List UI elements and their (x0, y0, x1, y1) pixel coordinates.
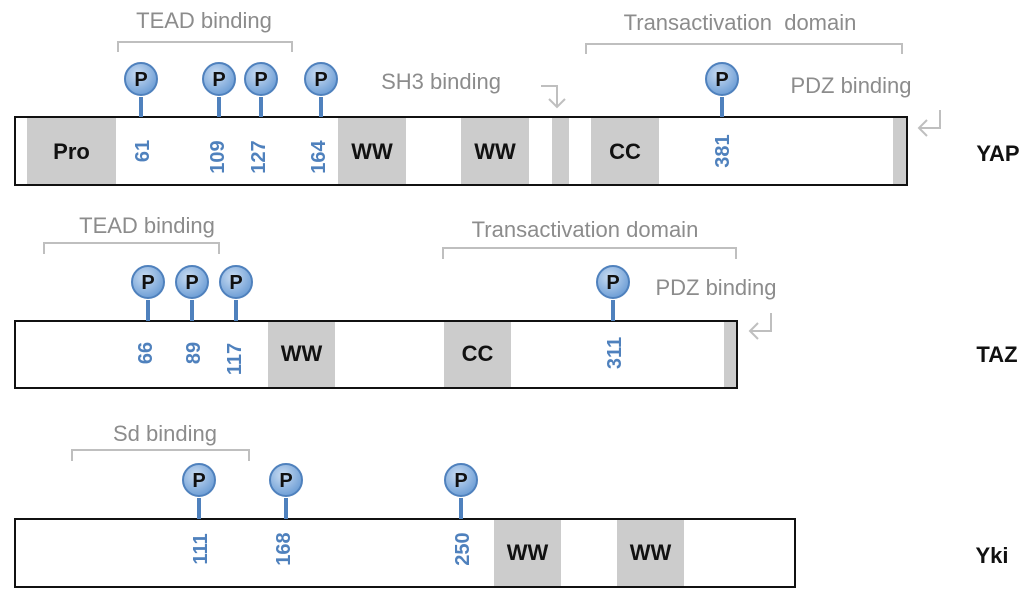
phospho-letter: P (606, 272, 619, 294)
phospho-letter: P (185, 272, 198, 294)
phospho-icon (131, 265, 165, 299)
phospho-icon (244, 62, 278, 96)
phospho-site-127: P 127 (244, 62, 278, 174)
protein-name-yap: YAP (976, 141, 1019, 166)
domain-pdz-binding-motif (893, 118, 906, 184)
phospho-letter: P (454, 470, 467, 492)
phospho-icon (269, 463, 303, 497)
domain-label-ww-2: WW (630, 540, 672, 565)
phospho-icon (304, 62, 338, 96)
phospho-letter: P (134, 69, 147, 91)
phospho-icon (124, 62, 158, 96)
phospho-icon (175, 265, 209, 299)
site-number-168: 168 (273, 532, 295, 565)
site-number-250: 250 (452, 532, 474, 565)
pdz-binding-arrow-icon (917, 110, 941, 137)
phospho-icon (182, 463, 216, 497)
region-label-transactivation-domain: Transactivation domain (624, 10, 857, 35)
phospho-site-109: P 109 (202, 62, 236, 174)
site-number-311: 311 (604, 337, 626, 369)
domain-label-pro: Pro (53, 139, 90, 164)
pdz-binding-arrow-icon (748, 313, 772, 340)
protein-name-taz: TAZ (976, 342, 1017, 367)
protein-yki: Sd binding WW WW Yki P 111 P 168 P 250 (14, 421, 1009, 588)
phospho-site-164: P 164 (304, 62, 338, 174)
region-label-pdz-binding: PDZ binding (790, 73, 911, 98)
phospho-letter: P (715, 69, 728, 91)
domain-label-ww-1: WW (507, 540, 549, 565)
phospho-letter: P (254, 69, 267, 91)
site-number-117: 117 (224, 343, 246, 375)
phospho-site-381: P 381 (705, 62, 739, 168)
domain-label-cc: CC (462, 341, 494, 366)
phospho-letter: P (212, 69, 225, 91)
domain-label-ww: WW (281, 341, 323, 366)
phospho-icon (444, 463, 478, 497)
site-number-61: 61 (132, 140, 154, 162)
phospho-icon (219, 265, 253, 299)
domain-ww-2 (617, 520, 684, 586)
phospho-icon (705, 62, 739, 96)
sh3-binding-arrow-icon (541, 85, 566, 109)
domain-ww-2 (461, 118, 529, 184)
phospho-icon (596, 265, 630, 299)
region-bracket-transactivation (585, 43, 903, 54)
domain-ww-1 (338, 118, 406, 184)
phospho-icon (202, 62, 236, 96)
region-bracket-transactivation (442, 247, 737, 259)
site-number-109: 109 (207, 140, 229, 173)
phospho-letter: P (141, 272, 154, 294)
domain-pdz-binding-motif (724, 322, 736, 387)
domain-cc (591, 118, 659, 184)
phospho-site-111: P 111 (182, 463, 216, 565)
domain-sh3-binding-motif (552, 118, 569, 184)
protein-name-yki: Yki (975, 543, 1008, 568)
protein-taz: TEAD binding Transactivation domain PDZ … (14, 213, 1018, 389)
domain-label-ww-1: WW (351, 139, 393, 164)
region-bracket-tead (43, 242, 220, 254)
phospho-letter: P (279, 470, 292, 492)
region-label-pdz-binding: PDZ binding (655, 275, 776, 300)
region-label-tead-binding: TEAD binding (136, 8, 272, 33)
domain-label-ww-2: WW (474, 139, 516, 164)
site-number-66: 66 (135, 342, 157, 364)
protein-bar-taz (14, 320, 738, 389)
site-number-89: 89 (183, 342, 205, 364)
domain-ww (268, 322, 335, 387)
domain-label-cc: CC (609, 139, 641, 164)
phospho-letter: P (192, 470, 205, 492)
phospho-site-117: P 117 (219, 265, 253, 375)
site-number-111: 111 (190, 533, 212, 564)
phospho-letter: P (229, 272, 242, 294)
phospho-site-168: P 168 (269, 463, 303, 566)
phospho-site-61: P 61 (124, 62, 158, 162)
domain-ww-1 (494, 520, 561, 586)
domain-cc (444, 322, 511, 387)
region-bracket-sd (71, 449, 250, 461)
phospho-letter: P (314, 69, 327, 91)
site-number-127: 127 (248, 140, 270, 173)
phospho-site-66: P 66 (131, 265, 165, 364)
phospho-site-311: P 311 (596, 265, 630, 369)
domain-pro (27, 118, 116, 184)
phospho-site-250: P 250 (444, 463, 478, 566)
site-number-381: 381 (712, 134, 734, 167)
site-number-164: 164 (308, 139, 330, 173)
protein-yap: TEAD binding Transactivation domain SH3 … (14, 8, 1020, 186)
region-label-transactivation-domain: Transactivation domain (472, 217, 699, 242)
region-label-sh3-binding: SH3 binding (381, 69, 501, 94)
phospho-site-89: P 89 (175, 265, 209, 364)
region-label-tead-binding: TEAD binding (79, 213, 215, 238)
region-bracket-tead (117, 41, 293, 52)
region-label-sd-binding: Sd binding (113, 421, 217, 446)
